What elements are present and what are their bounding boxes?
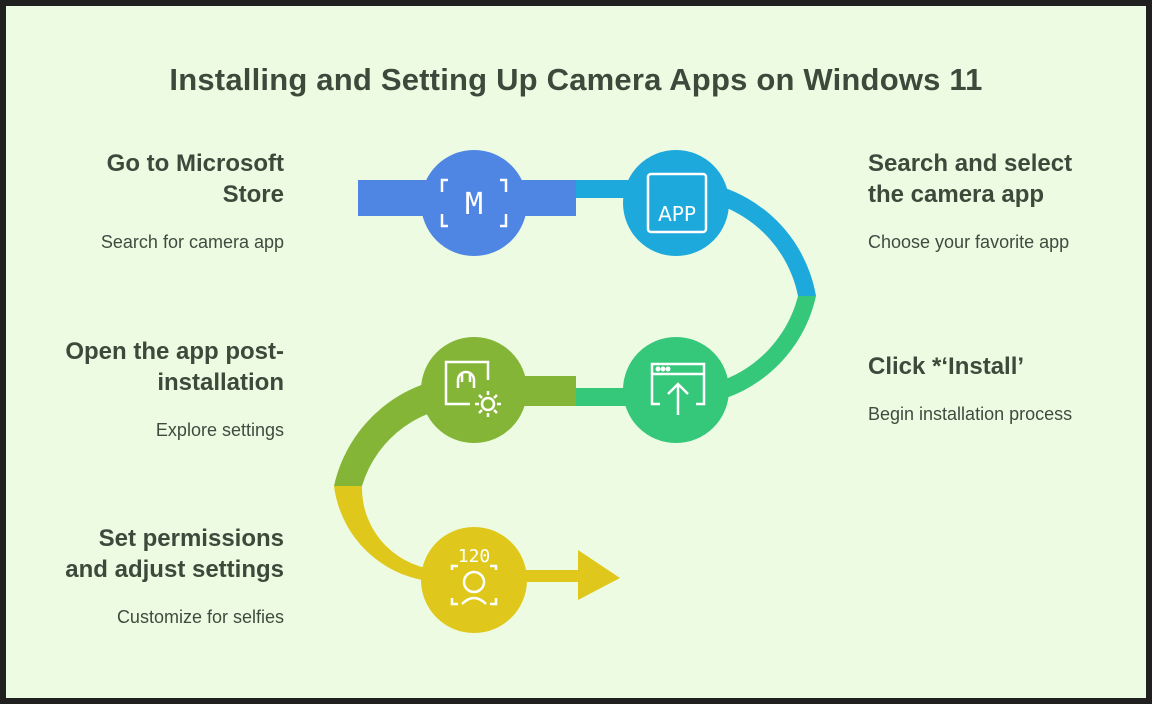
microsoft-store-icon: M	[440, 178, 508, 228]
page-title: Installing and Setting Up Camera Apps on…	[169, 62, 983, 97]
step-node-2: APP	[623, 150, 729, 256]
step-4-title: Open the app post- installation	[40, 336, 284, 398]
step-1-title: Go to Microsoft Store	[60, 148, 284, 210]
step-2-description: Choose your favorite app	[868, 232, 1070, 252]
step-5-title-line-2: and adjust settings	[65, 556, 284, 583]
step-2-title-line-2: the camera app	[868, 181, 1045, 208]
settings-gear-icon	[444, 360, 501, 417]
step-2-title-line-1: Search and select	[868, 150, 1073, 177]
step-5-title-line-1: Set permissions	[98, 525, 284, 552]
step-3-title: Click *‘Install’	[868, 351, 1128, 382]
path-segment-5	[334, 486, 620, 600]
camera-icon-label: 120	[458, 546, 491, 567]
step-1-description: Search for camera app	[100, 232, 284, 252]
step-3-title-line-1: Click *‘Install’	[868, 353, 1025, 380]
step-2-title: Search and select the camera app	[868, 148, 1128, 210]
step-4-description: Explore settings	[155, 420, 284, 440]
app-icon: APP	[646, 172, 708, 234]
store-icon-letter: M	[465, 187, 483, 222]
path-segment-3	[576, 296, 816, 407]
step-3-description: Begin installation process	[868, 404, 1073, 424]
step-1-title-line-2: Store	[222, 181, 284, 208]
step-node-5: 120	[421, 527, 527, 633]
step-5-description: Customize for selfies	[116, 607, 284, 627]
step-node-3	[623, 337, 729, 443]
diagram-background	[6, 6, 1146, 698]
app-icon-label: APP	[658, 202, 696, 226]
path-segment-2	[576, 179, 816, 296]
step-1-title-line-1: Go to Microsoft	[106, 150, 284, 177]
step-node-4	[421, 337, 527, 443]
step-4-title-line-2: installation	[157, 369, 284, 396]
step-4-title-line-1: Open the app post-	[65, 338, 284, 365]
step-node-1: M	[421, 150, 527, 256]
install-upload-icon	[650, 362, 706, 415]
camera-face-icon: 120	[450, 546, 498, 606]
step-5-title: Set permissions and adjust settings	[40, 523, 284, 585]
